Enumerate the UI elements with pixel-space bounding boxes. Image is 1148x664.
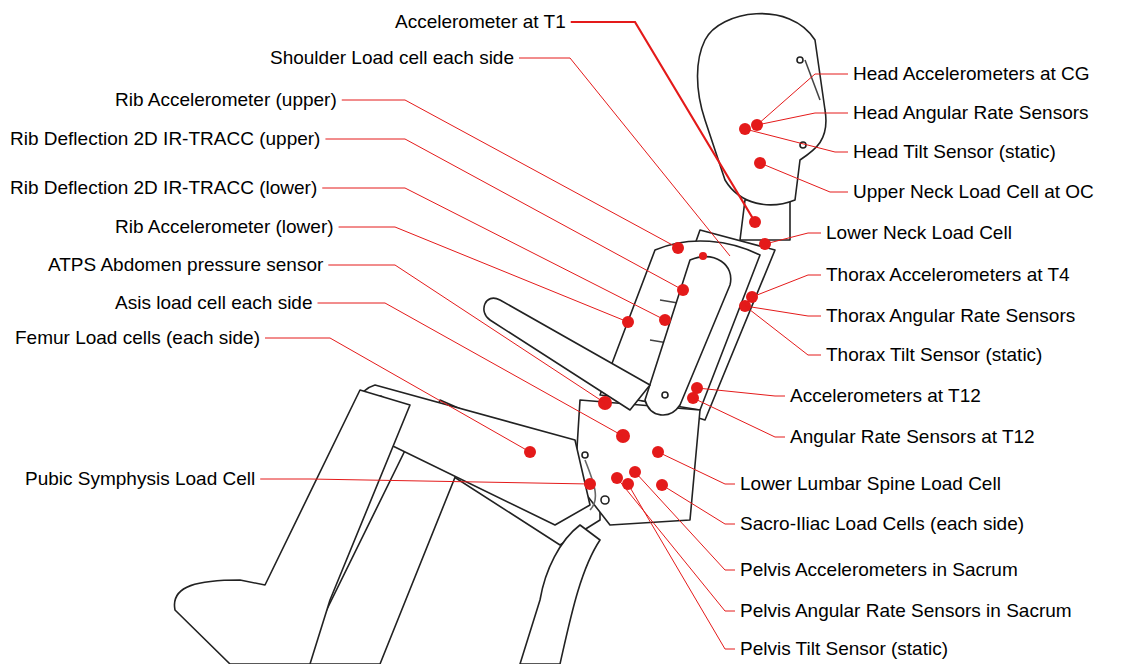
leader-line [765,233,821,244]
sensor-label: Shoulder Load cell each side [270,47,514,69]
leader-line [325,139,683,290]
pelvis-line [585,460,595,510]
head-line [805,60,820,100]
sensor-dots [524,119,771,491]
elbow-bolt [662,392,668,398]
sensor-label: Asis load cell each side [115,292,313,314]
sensor-label: Angular Rate Sensors at T12 [790,426,1035,448]
sensor-label: Lower Lumbar Spine Load Cell [740,473,1001,495]
sensor-label: Head Accelerometers at CG [853,63,1090,85]
sensor-label: Head Tilt Sensor (static) [853,141,1056,163]
leader-line [760,163,848,192]
sensor-label: Rib Deflection 2D IR-TRACC (lower) [10,177,317,199]
leader-line [339,227,628,322]
leader-line [328,265,605,403]
leader-line [757,74,848,125]
sensor-label: Sacro-Iliac Load Cells (each side) [740,513,1024,535]
hip-bolt [582,452,588,458]
near-shin [174,390,410,664]
leader-line [752,275,821,297]
sensor-label: Accelerometer at T1 [395,11,566,33]
leader-line [745,306,821,355]
leader-line [260,479,590,484]
sensor-label: Pelvis Tilt Sensor (static) [740,638,948,660]
far-shin-lower [520,525,600,664]
sensor-label: Thorax Accelerometers at T4 [826,264,1070,286]
pelvis [575,400,700,525]
leader-line [658,452,735,484]
leader-line [693,398,785,437]
forearm [484,298,650,410]
sensor-label: Pubic Symphysis Load Cell [25,468,255,490]
sensor-label: ATPS Abdomen pressure sensor [48,254,323,276]
sensor-label: Rib Deflection 2D IR-TRACC (upper) [10,128,320,150]
sensor-dot [699,252,707,260]
upper-arm [645,257,731,415]
sensor-label: Rib Accelerometer (upper) [115,89,337,111]
sensor-label: Thorax Angular Rate Sensors [826,305,1075,327]
leader-line [745,129,848,152]
leader-line [757,113,848,125]
leader-line [322,188,665,320]
sensor-label: Head Angular Rate Sensors [853,102,1089,124]
leader-line [697,388,785,396]
leader-line [628,484,735,649]
leader-line [318,303,624,436]
leader-line [571,22,755,222]
leader-line [265,338,530,452]
sensor-label: Lower Neck Load Cell [826,222,1012,244]
leader-line [662,485,735,524]
sensor-label: Femur Load cells (each side) [15,327,260,349]
leader-line [342,100,678,248]
sensor-label: Thorax Tilt Sensor (static) [826,344,1042,366]
sensor-label: Accelerometers at T12 [790,385,981,407]
leader-line [519,58,730,256]
head-bolt [797,57,803,63]
leader-line [617,478,735,611]
sensor-label: Pelvis Angular Rate Sensors in Sacrum [740,600,1072,622]
sensor-label: Upper Neck Load Cell at OC [853,181,1094,203]
sensor-label: Pelvis Accelerometers in Sacrum [740,559,1018,581]
head [698,14,826,205]
hip-bolt [601,496,609,504]
sensor-label: Rib Accelerometer (lower) [115,216,334,238]
